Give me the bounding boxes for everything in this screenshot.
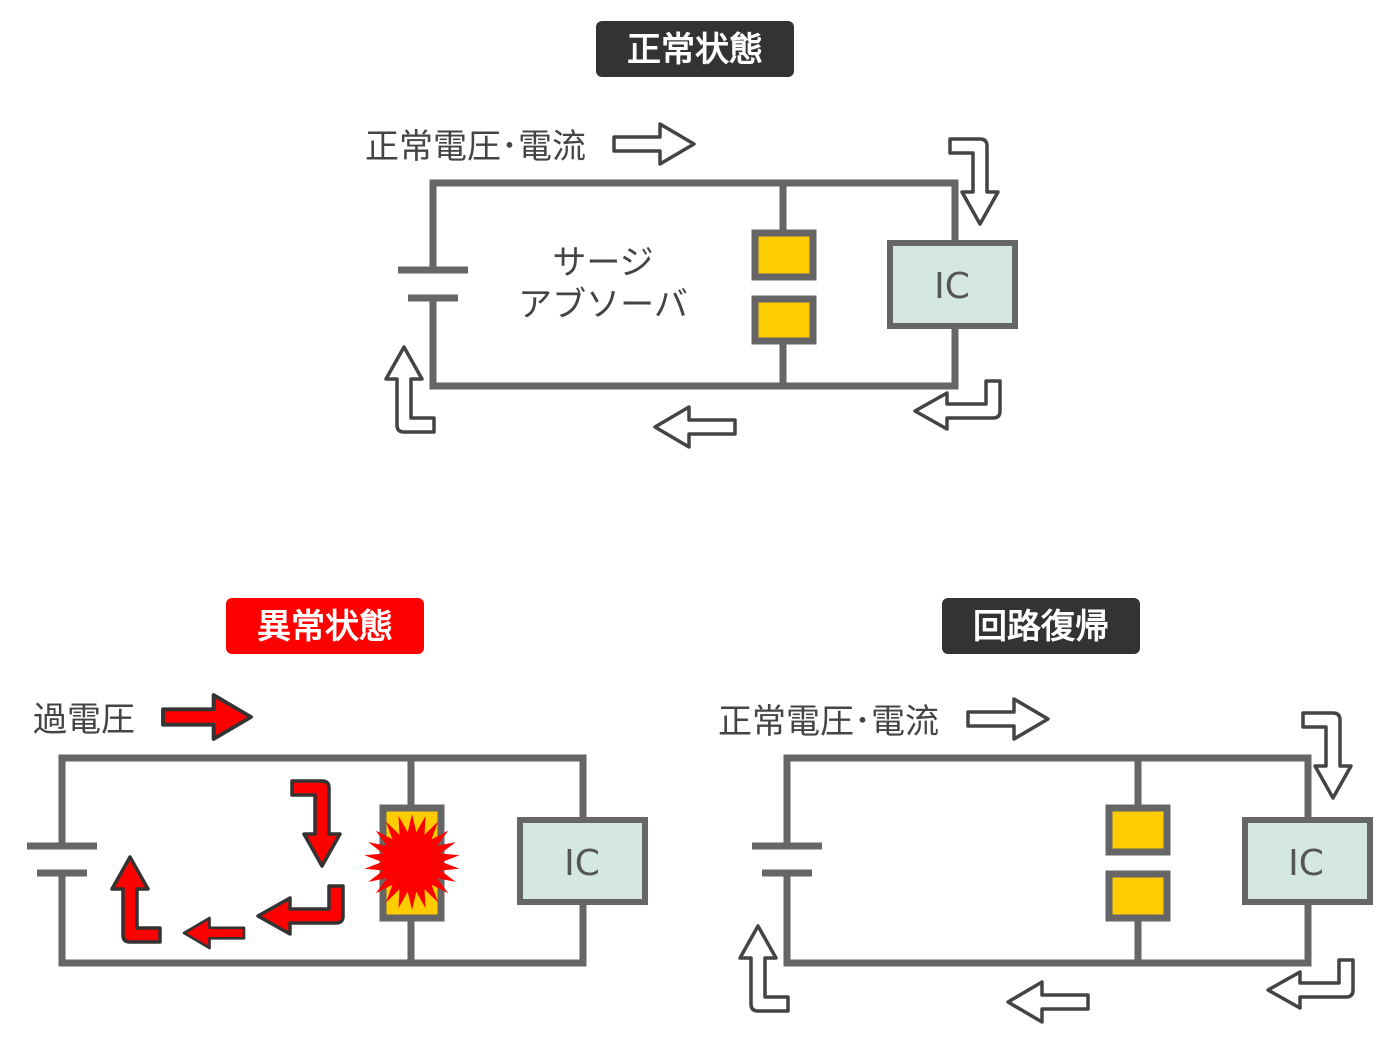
flow-arrow-return-icon xyxy=(653,405,737,449)
ic-label-normal: IC xyxy=(934,266,970,307)
title-abnormal: 異常状態 xyxy=(257,607,393,647)
current-arrow-icon xyxy=(966,697,1050,741)
title-badge-recovery: 回路復帰 xyxy=(942,598,1140,654)
ic-block-normal: IC xyxy=(887,240,1018,329)
panel-normal: 正常状態 正常電圧･電流 サージ アブソーバ IC xyxy=(365,21,1018,449)
title-normal: 正常状態 xyxy=(627,30,763,70)
surge-absorber-abnormal xyxy=(364,804,460,922)
title-badge-normal: 正常状態 xyxy=(596,21,794,77)
surge-absorber-normal xyxy=(751,229,817,345)
spark-burst-icon xyxy=(364,814,460,910)
current-label-normal: 正常電圧･電流 xyxy=(365,127,586,167)
absorber-label-line2: アブソーバ xyxy=(518,285,688,325)
surge-absorber-recovery xyxy=(1105,804,1171,922)
surge-arrow-left-icon xyxy=(256,884,345,936)
current-label-abnormal: 過電圧 xyxy=(33,700,135,740)
absorber-label-line1: サージ xyxy=(552,243,653,283)
flow-arrow-up-icon xyxy=(738,924,790,1013)
current-arrow-icon xyxy=(612,122,696,166)
flow-arrow-up-icon xyxy=(384,345,436,434)
surge-arrow-return-icon xyxy=(182,916,246,950)
circuit-abnormal xyxy=(27,754,587,967)
overvoltage-arrow-icon xyxy=(161,693,253,741)
current-label-recovery: 正常電圧･電流 xyxy=(718,702,939,742)
ic-label-recovery: IC xyxy=(1288,843,1324,884)
title-badge-abnormal: 異常状態 xyxy=(226,598,424,654)
title-recovery: 回路復帰 xyxy=(973,607,1109,647)
panel-abnormal: 異常状態 過電圧 IC xyxy=(27,598,648,967)
surge-arrow-down-icon xyxy=(290,779,342,868)
circuit-normal xyxy=(398,179,959,390)
flow-arrow-left-icon xyxy=(1266,958,1355,1010)
panel-recovery: 回路復帰 正常電圧･電流 IC xyxy=(718,598,1373,1024)
ic-block-abnormal: IC xyxy=(517,817,648,905)
surge-arrow-up-icon xyxy=(110,855,162,944)
ic-block-recovery: IC xyxy=(1242,817,1373,905)
ic-label-abnormal: IC xyxy=(564,843,600,884)
circuit-recovery xyxy=(752,754,1312,967)
flow-arrow-return-icon xyxy=(1006,980,1090,1024)
